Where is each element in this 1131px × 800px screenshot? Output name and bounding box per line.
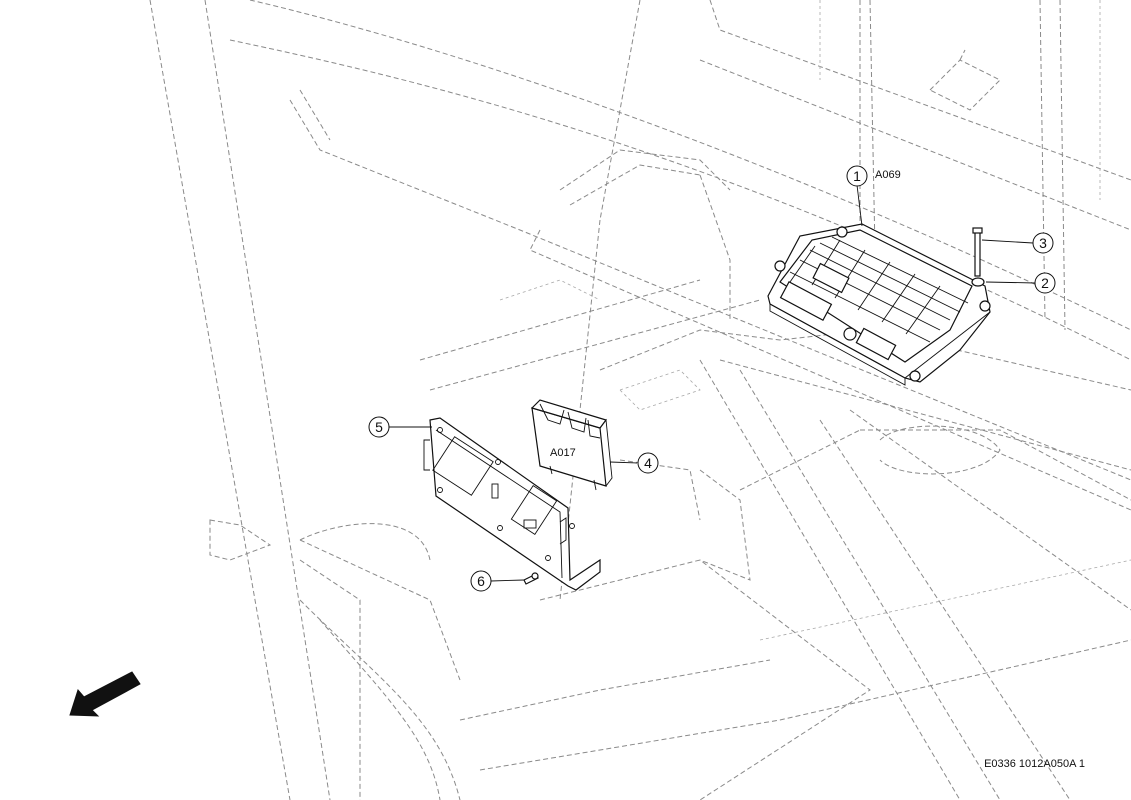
ecu-connector-right: [855, 327, 897, 361]
ecu-heat-sink-grid: [789, 236, 969, 343]
ref-label-ecu: A069: [875, 169, 901, 181]
svg-text:6: 6: [477, 573, 485, 589]
svg-text:3: 3: [1039, 235, 1047, 251]
arrow-down-left-icon: [69, 671, 141, 717]
svg-text:4: 4: [644, 455, 652, 471]
callout-3: 3: [1032, 232, 1054, 254]
ref-label-module: A017: [550, 447, 576, 459]
bolt-part: [972, 227, 983, 277]
washer-part: [971, 277, 985, 287]
callout-5: 5: [368, 416, 390, 438]
callout-4: 4: [637, 452, 659, 474]
callout-2: 2: [1034, 272, 1056, 294]
ecu-connector-left: [779, 280, 833, 322]
ghost-frame: [149, 0, 1131, 800]
mounting-bracket-part: [423, 417, 601, 591]
svg-text:2: 2: [1041, 275, 1049, 291]
svg-text:5: 5: [375, 419, 383, 435]
svg-text:1: 1: [853, 168, 861, 184]
module-a017-part: [530, 399, 613, 491]
ecu-a069-part: [767, 223, 991, 386]
screw-part: [523, 572, 539, 585]
callout-1: 1: [846, 165, 868, 187]
leader-lines: [389, 184, 1036, 582]
callout-6: 6: [470, 570, 492, 592]
drawing-id-label: E0336 1012A050A 1: [984, 758, 1085, 770]
